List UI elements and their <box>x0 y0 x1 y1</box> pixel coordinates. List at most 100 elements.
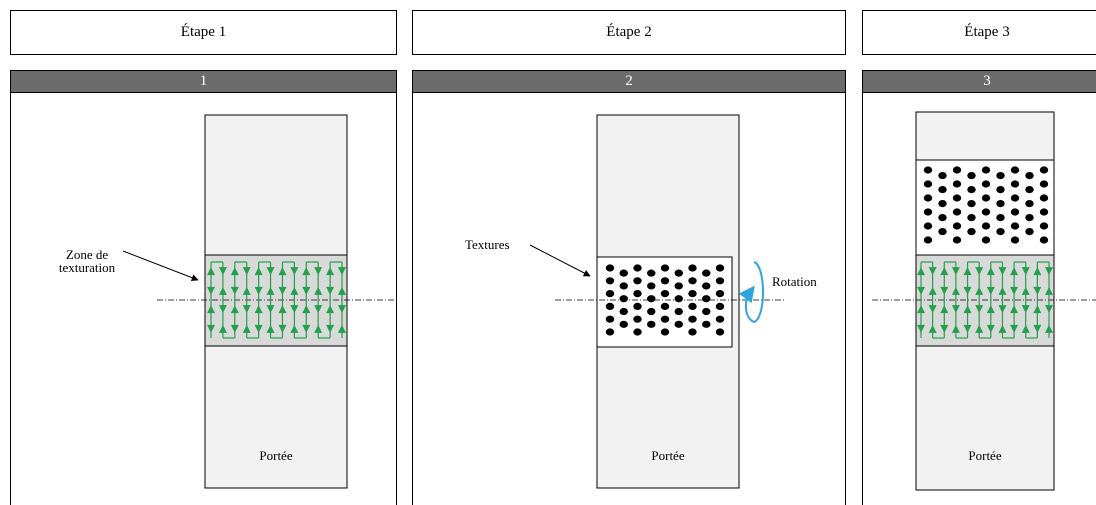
green-arrow-head <box>278 324 287 333</box>
green-arrow-head <box>928 286 937 295</box>
green-arrow-head <box>230 286 239 295</box>
green-arrow-head <box>1010 286 1019 295</box>
texture-dot <box>1025 200 1034 208</box>
green-arrow-head <box>1021 324 1030 333</box>
green-arrow-head <box>314 267 323 276</box>
green-arrow-head <box>242 267 251 276</box>
green-arrow-head <box>338 267 346 276</box>
green-arrow-head <box>302 324 311 333</box>
texture-dot <box>688 328 697 336</box>
texture-dot <box>715 264 725 272</box>
step-3-panel <box>862 93 1096 505</box>
texture-dot <box>923 208 933 216</box>
green-arrow-head <box>290 267 299 276</box>
green-arrow-head <box>326 305 335 314</box>
green-arrow-head <box>951 267 960 276</box>
texture-dot <box>619 320 628 328</box>
texture-dot <box>923 166 933 174</box>
green-arrow-head <box>917 324 925 333</box>
green-arrow-head <box>917 286 925 295</box>
step-2-diagram: Textures Rotation Portée <box>465 114 817 489</box>
texture-dot <box>688 277 697 285</box>
texture-dot <box>702 307 711 316</box>
green-arrow-head <box>338 286 346 295</box>
green-arrow-head <box>242 324 251 333</box>
green-arrow-head <box>951 324 960 333</box>
step-3-green-arrows <box>917 261 1053 339</box>
green-arrow-head <box>986 267 995 276</box>
texture-dot <box>605 328 615 336</box>
step-3-texture-dots <box>923 166 1049 244</box>
green-arrow-head <box>290 286 299 295</box>
texture-dot <box>981 236 991 244</box>
green-arrow-head <box>266 267 275 276</box>
green-arrow-head <box>1010 324 1019 333</box>
green-arrow-head <box>266 305 275 314</box>
green-arrow-head <box>254 267 263 276</box>
green-arrow-head <box>242 305 251 314</box>
green-arrow-head <box>302 305 311 314</box>
green-arrow-head <box>951 286 960 295</box>
texture-dot <box>938 228 947 236</box>
green-arrow-head <box>1033 267 1042 276</box>
texture-dot <box>938 172 947 180</box>
green-arrow-head <box>928 267 937 276</box>
green-arrow-head <box>1021 286 1030 295</box>
texture-dot <box>715 277 725 285</box>
step-2-panel <box>412 93 846 505</box>
green-arrow-head <box>1045 286 1053 295</box>
green-arrow-head <box>278 286 287 295</box>
texture-dot <box>647 320 656 328</box>
texture-dot <box>647 295 656 303</box>
green-arrow-head <box>1021 305 1030 314</box>
texture-dot <box>702 295 711 303</box>
green-arrow-head <box>326 286 335 295</box>
green-arrow-head <box>975 267 984 276</box>
texture-dot <box>633 315 642 323</box>
texture-dot <box>660 302 670 310</box>
green-arrow-head <box>338 324 346 333</box>
step-3-diagram: Portée <box>872 111 1096 491</box>
texture-dot <box>967 186 976 194</box>
texture-dot <box>633 302 642 310</box>
green-arrow-head <box>218 305 227 314</box>
green-arrow-head <box>254 324 263 333</box>
zone-label-line1: Zone de <box>66 247 108 262</box>
texture-dot <box>647 269 656 277</box>
green-arrow-head <box>986 305 995 314</box>
green-arrow-head <box>1010 267 1019 276</box>
texture-dot <box>633 277 642 285</box>
texture-dot <box>619 282 628 290</box>
texture-dot <box>967 214 976 222</box>
green-arrow-head <box>963 286 972 295</box>
step-1-green-arrows <box>207 261 346 339</box>
green-arrow-head <box>218 286 227 295</box>
texture-dot <box>938 186 947 194</box>
texture-dot <box>715 328 725 336</box>
green-arrow-head <box>998 305 1007 314</box>
green-arrow-head <box>302 267 311 276</box>
texture-dot <box>1025 172 1034 180</box>
texture-dot <box>1010 180 1020 188</box>
green-arrow-head <box>254 286 263 295</box>
texture-dot <box>660 290 670 298</box>
green-arrow-head <box>207 324 215 333</box>
step-1-title: Étape 1 <box>10 10 397 55</box>
texture-dot <box>1025 186 1034 194</box>
texture-dot <box>688 264 697 272</box>
zone-pointer-arrow <box>122 250 199 281</box>
green-arrow-head <box>230 305 239 314</box>
texture-dot <box>688 302 697 310</box>
texture-dot <box>967 172 976 180</box>
texture-dot <box>647 307 656 316</box>
green-arrow-head <box>207 286 215 295</box>
green-arrow-head <box>1045 324 1053 333</box>
texture-dot <box>1039 222 1049 230</box>
step-3-title: Étape 3 <box>862 10 1096 55</box>
texture-dot <box>1039 166 1049 174</box>
texture-dot <box>1010 208 1020 216</box>
texture-dot <box>633 264 642 272</box>
texture-dot <box>981 194 991 202</box>
texture-dot <box>996 214 1005 222</box>
green-arrow-head <box>998 267 1007 276</box>
